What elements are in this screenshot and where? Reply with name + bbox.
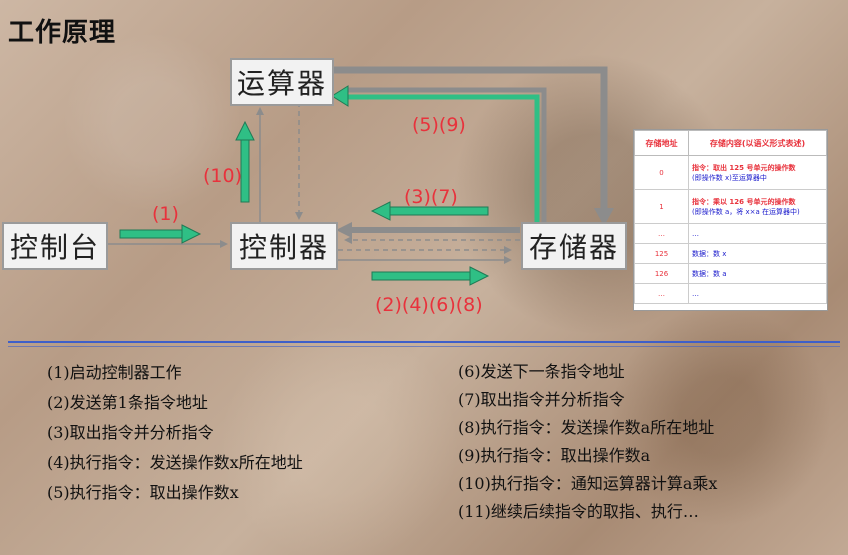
row-content: 指令：乘以 126 号单元的操作数(即操作数 a，将 x×a 在运算器中) xyxy=(688,189,827,224)
step-item: (9)执行指令：取出操作数a xyxy=(458,446,651,465)
row-address: 1 xyxy=(634,189,689,224)
memory-table: 存储地址 存储内容(以语义形式表述) 0 指令：取出 125 号单元的操作数(即… xyxy=(634,130,827,304)
row-content: … xyxy=(688,223,827,244)
row-address: 126 xyxy=(634,263,689,284)
step-item: (2)发送第1条指令地址 xyxy=(47,393,208,412)
label-10: (10) xyxy=(203,165,243,187)
green-arrow-10 xyxy=(235,120,255,203)
memory-to-alu-green xyxy=(346,94,540,222)
memory-to-alu-head xyxy=(331,85,349,107)
step-item: (7)取出指令并分析指令 xyxy=(458,390,625,409)
green-arrow-2468 xyxy=(371,266,490,286)
flow-diagram xyxy=(106,66,614,286)
label-5-9: (5)(9) xyxy=(412,114,466,136)
label-3-7: (3)(7) xyxy=(404,186,458,208)
step-item: (10)执行指令：通知运算器计算a乘x xyxy=(458,474,718,493)
console-box: 控制台 xyxy=(2,222,108,270)
row-content: 指令：取出 125 号单元的操作数(即操作数 x)至运算器中 xyxy=(688,155,827,190)
step-item: (4)执行指令：发送操作数x所在地址 xyxy=(47,453,303,472)
row-content: … xyxy=(688,283,827,304)
page-title: 工作原理 xyxy=(8,18,117,48)
step-item: (8)执行指令：发送操作数a所在地址 xyxy=(458,418,715,437)
memory-table-panel: 存储地址 存储内容(以语义形式表述) 0 指令：取出 125 号单元的操作数(即… xyxy=(633,129,828,311)
green-arrow-37 xyxy=(370,201,489,221)
memory-to-controller-head xyxy=(336,222,352,238)
steps-left: (1)启动控制器工作 (2)发送第1条指令地址 (3)取出指令并分析指令 (4)… xyxy=(47,358,303,508)
row-content: 数据：数 a xyxy=(688,263,827,284)
step-item: (6)发送下一条指令地址 xyxy=(458,362,625,381)
alu-box: 运算器 xyxy=(230,58,334,106)
step-item: (11)继续后续指令的取指、执行… xyxy=(458,502,699,521)
row-address: 0 xyxy=(634,155,689,190)
separator-line xyxy=(8,341,840,343)
header-address: 存储地址 xyxy=(634,130,689,156)
controller-box: 控制器 xyxy=(230,222,338,270)
memory-box: 存储器 xyxy=(521,222,627,270)
step-item: (1)启动控制器工作 xyxy=(47,363,182,382)
green-arrow-1 xyxy=(119,224,202,244)
label-1: (1) xyxy=(152,203,179,225)
separator-line-thin xyxy=(8,346,840,347)
alu-to-memory-arrow xyxy=(332,66,608,210)
step-item: (3)取出指令并分析指令 xyxy=(47,423,214,442)
row-address: … xyxy=(634,223,689,244)
step-item: (5)执行指令：取出操作数x xyxy=(47,483,239,502)
steps-right: (6)发送下一条指令地址 (7)取出指令并分析指令 (8)执行指令：发送操作数a… xyxy=(458,358,717,526)
row-content: 数据：数 x xyxy=(688,243,827,264)
header-content: 存储内容(以语义形式表述) xyxy=(688,130,827,156)
memory-to-alu-gray xyxy=(346,87,547,222)
row-address: 125 xyxy=(634,243,689,264)
label-2-4-6-8: (2)(4)(6)(8) xyxy=(375,294,483,316)
row-address: … xyxy=(634,283,689,304)
alu-to-memory-head xyxy=(594,208,614,226)
